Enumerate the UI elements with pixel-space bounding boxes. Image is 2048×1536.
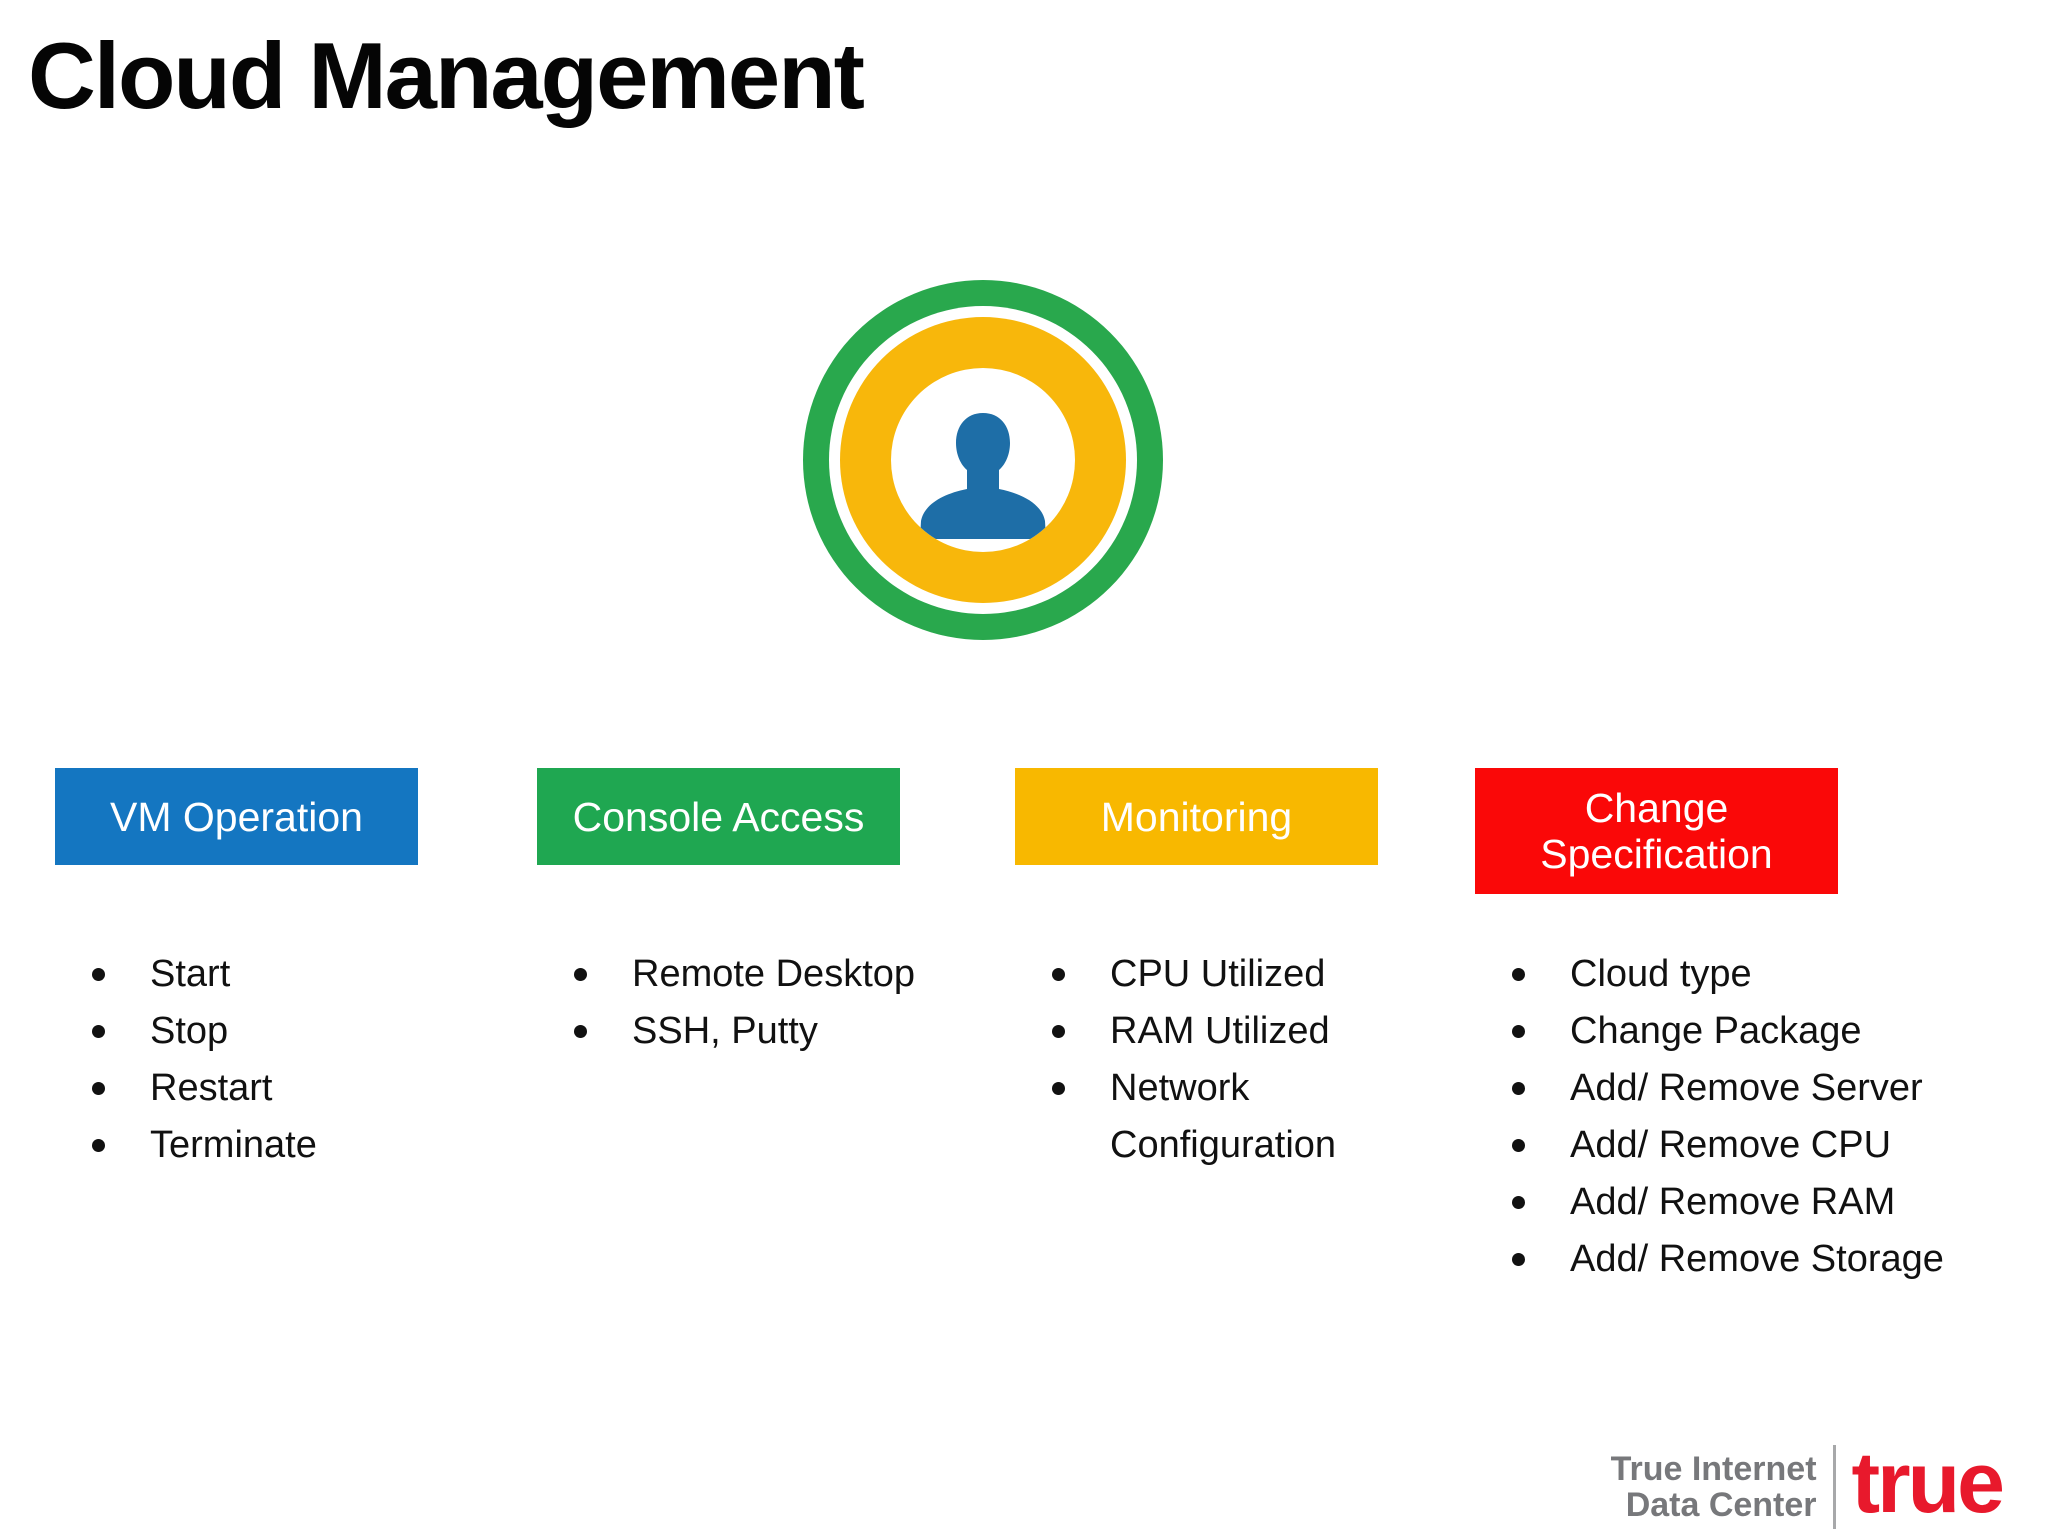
column-monitoring: Monitoring CPU Utilized RAM Utilized Net… xyxy=(1015,768,1435,1166)
category-header-console-access: Console Access xyxy=(537,768,900,865)
page-title: Cloud Management xyxy=(28,23,865,128)
category-header-label: Monitoring xyxy=(1100,793,1293,840)
list-item: Add/ Remove RAM xyxy=(1475,1174,1999,1231)
category-header-label: Change Specification xyxy=(1540,785,1773,877)
list-item: Start xyxy=(55,946,475,1003)
user-icon xyxy=(912,407,1054,552)
brand-line-1: True Internet xyxy=(1610,1450,1817,1488)
category-header-label: VM Operation xyxy=(110,793,363,840)
list-item: Network Configuration xyxy=(1015,1060,1475,1174)
list-item: Add/ Remove Storage xyxy=(1475,1231,1999,1288)
column-console-access: Console Access Remote Desktop SSH, Putty xyxy=(537,768,957,1052)
list-item: Add/ Remove CPU xyxy=(1475,1117,1999,1174)
badge-inner-circle xyxy=(891,368,1075,552)
category-header-change-specification: Change Specification xyxy=(1475,768,1838,894)
list-item: Add/ Remove Server xyxy=(1475,1060,1999,1117)
column-vm-operation: VM Operation Start Stop Restart Terminat… xyxy=(55,768,475,1166)
list-item: Stop xyxy=(55,1003,475,1060)
list-item: Cloud type xyxy=(1475,946,1999,1003)
user-badge xyxy=(803,280,1163,640)
footer-brand: True Internet Data Center true xyxy=(1611,1435,2005,1534)
feature-list-change-specification: Cloud type Change Package Add/ Remove Se… xyxy=(1475,946,1999,1288)
feature-list-vm-operation: Start Stop Restart Terminate xyxy=(55,946,475,1174)
category-header-vm-operation: VM Operation xyxy=(55,768,418,865)
list-item: Terminate xyxy=(55,1117,475,1174)
list-item: RAM Utilized xyxy=(1015,1003,1475,1060)
list-item: Remote Desktop xyxy=(537,946,957,1003)
column-change-specification: Change Specification Cloud type Change P… xyxy=(1475,768,1944,1280)
brand-divider xyxy=(1832,1445,1836,1529)
list-item: CPU Utilized xyxy=(1015,946,1475,1003)
list-item: Change Package xyxy=(1475,1003,1999,1060)
feature-list-console-access: Remote Desktop SSH, Putty xyxy=(537,946,957,1060)
category-header-label: Console Access xyxy=(572,793,865,840)
feature-list-monitoring: CPU Utilized RAM Utilized Network Config… xyxy=(1015,946,1475,1174)
list-item: Restart xyxy=(55,1060,475,1117)
true-logo: true xyxy=(1851,1435,2005,1531)
brand-name: True Internet Data Center xyxy=(1611,1451,1817,1523)
brand-line-2: Data Center xyxy=(1625,1486,1817,1524)
list-item: SSH, Putty xyxy=(537,1003,957,1060)
category-header-monitoring: Monitoring xyxy=(1015,768,1378,865)
